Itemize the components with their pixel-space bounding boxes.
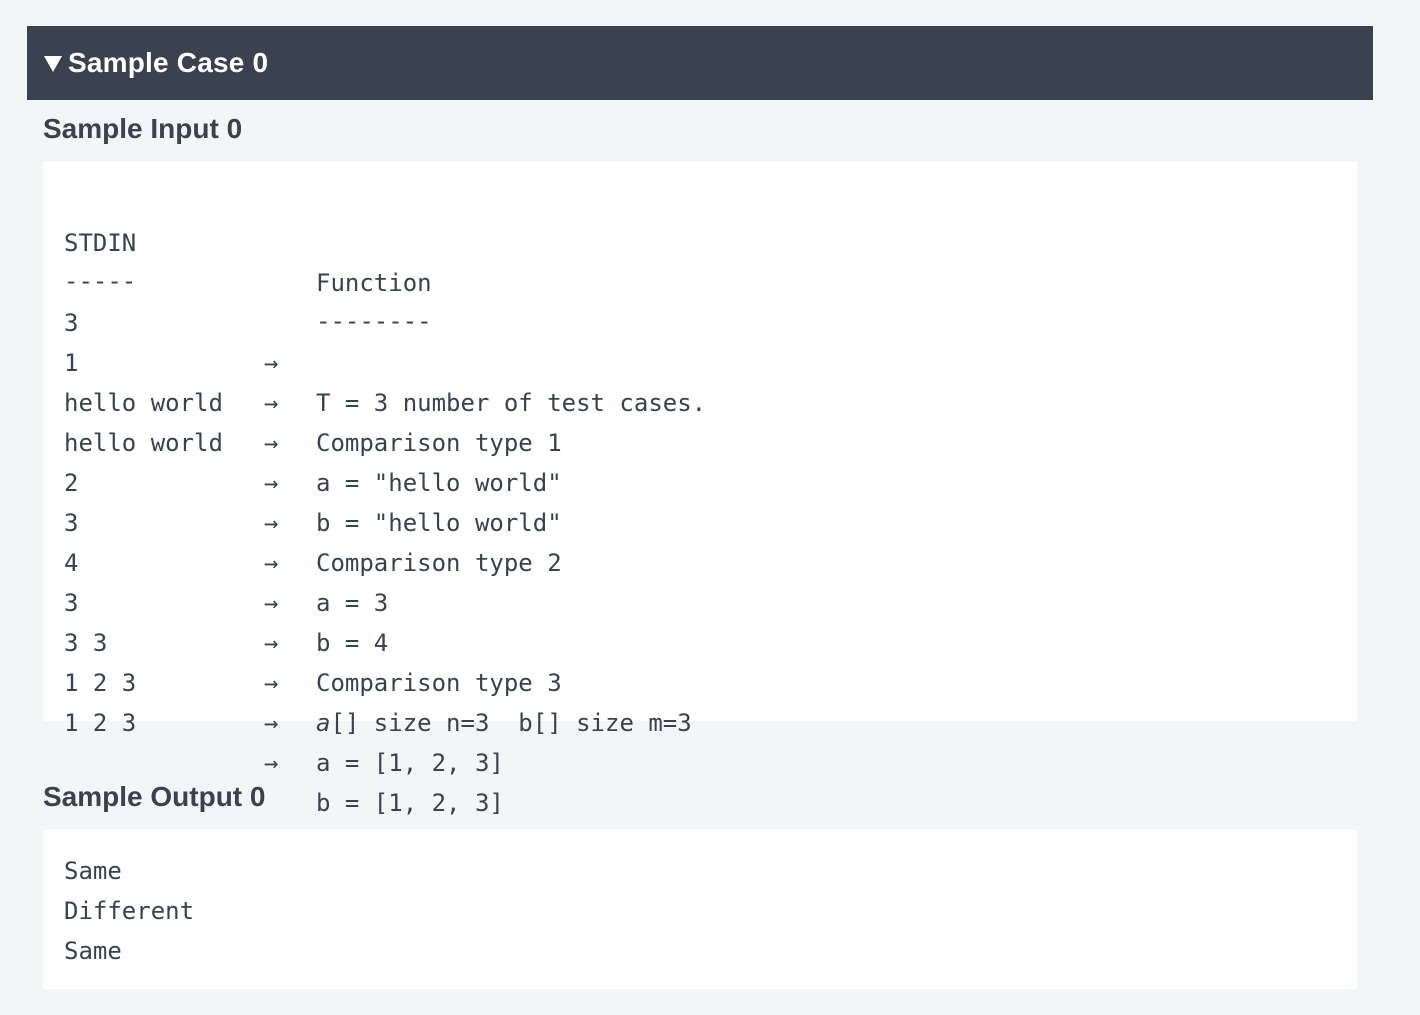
input-row: 1 2 3 → a = [1, 2, 3] — [64, 623, 504, 777]
input-row: 4 → b = 4 — [64, 503, 388, 657]
function-description: a[] size n=3 b[] size m=3 — [316, 703, 692, 743]
stdin-column-rule: ----- — [64, 267, 137, 295]
stdin-value: hello world — [64, 429, 223, 457]
function-description: Comparison type 2 — [316, 549, 562, 577]
function-column-header: Function — [316, 269, 432, 297]
function-description: Comparison type 1 — [316, 429, 562, 457]
input-row: 3 → Comparison type 3 — [64, 543, 562, 697]
sample-output-heading: Sample Output 0 — [43, 781, 266, 812]
collapse-triangle-icon[interactable] — [44, 56, 62, 72]
stdin-value: 1 2 3 — [64, 669, 137, 697]
function-description: b = "hello world" — [316, 509, 562, 537]
stdin-value: 3 — [64, 509, 79, 537]
sample-case-title: Sample Case 0 — [68, 47, 269, 78]
sample-output-code-block: Same Different Same — [43, 830, 1357, 989]
function-description: a = [1, 2, 3] — [316, 749, 504, 777]
stdin-value: 1 — [64, 349, 79, 377]
output-line: Same — [64, 937, 122, 965]
stdin-value: 3 3 — [64, 629, 108, 657]
sample-case-header[interactable]: Sample Case 0 — [27, 26, 1373, 100]
function-description: T = 3 number of test cases. — [316, 389, 707, 417]
function-description: a = "hello world" — [316, 469, 562, 497]
stdin-value: 3 — [64, 589, 79, 617]
sample-input-heading: Sample Input 0 — [43, 113, 243, 144]
function-column-rule: -------- — [316, 307, 432, 335]
input-row: 1 2 3 → b = [1, 2, 3] — [64, 663, 504, 817]
sample-input-code-block: STDIN Function ----- -------- 3 → T = 3 … — [43, 162, 1357, 817]
function-description: Comparison type 3 — [316, 669, 562, 697]
arrow-icon: → — [264, 549, 279, 577]
stdin-value: 4 — [64, 549, 79, 577]
function-description-rest: [] size n=3 b[] size m=3 — [330, 709, 692, 737]
arrow-icon: → — [264, 429, 279, 457]
arrow-icon: → — [264, 349, 279, 377]
arrow-icon: → — [264, 469, 279, 497]
italic-variable: a — [316, 709, 331, 737]
stdin-value: hello world — [64, 389, 223, 417]
input-row: 1 → Comparison type 1 — [64, 303, 562, 457]
arrow-icon: → — [264, 709, 279, 737]
stdin-column-header: STDIN — [64, 229, 137, 257]
arrow-icon: → — [264, 589, 279, 617]
input-row: hello world → a = "hello world" — [64, 343, 562, 497]
output-line: Different — [64, 897, 195, 925]
column-header-line: STDIN Function — [64, 183, 432, 297]
stdin-value: 2 — [64, 469, 79, 497]
arrow-icon: → — [264, 629, 279, 657]
arrow-icon: → — [264, 509, 279, 537]
input-row: 3 3 → a[] size n=3 b[] size m=3 — [64, 583, 692, 737]
function-description: b = [1, 2, 3] — [316, 789, 504, 817]
arrow-icon: → — [264, 389, 279, 417]
stdin-value: 3 — [64, 309, 79, 337]
function-description: b = 4 — [316, 629, 389, 657]
input-row: 2 → Comparison type 2 — [64, 423, 562, 577]
column-rule-line: ----- -------- — [64, 221, 432, 335]
input-row: 3 → a = 3 — [64, 463, 388, 617]
arrow-icon: → — [264, 669, 279, 697]
input-row: hello world → b = "hello world" — [64, 383, 562, 537]
output-line: Same — [64, 857, 122, 885]
stdin-value: 1 2 3 — [64, 709, 137, 737]
input-row: 3 → T = 3 number of test cases. — [64, 263, 706, 417]
function-description: a = 3 — [316, 589, 389, 617]
arrow-icon: → — [264, 749, 279, 777]
